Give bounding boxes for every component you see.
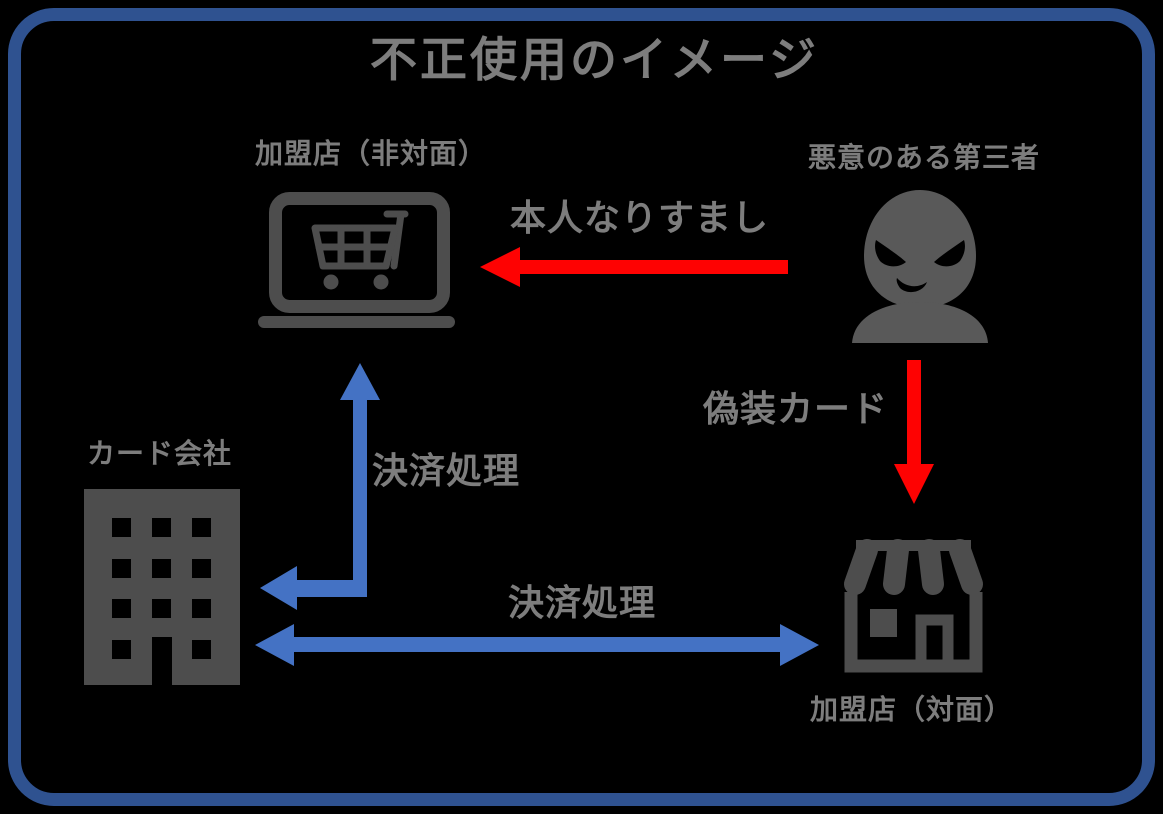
shopping-cart-icon [311,210,409,270]
merchant-offline-label: 加盟店（対面） [810,694,1014,725]
laptop-cart-icon [253,186,460,332]
diagram-title: 不正使用のイメージ [370,33,820,86]
masked-person-icon [850,190,995,345]
merchant-online-label: 加盟店（非対面） [255,138,488,169]
fake-card-arrow [893,360,935,505]
office-building-icon [84,489,240,685]
attacker-label: 悪意のある第三者 [808,142,1041,173]
impersonation-arrow-label: 本人なりすまし [510,197,770,238]
diagram-border-frame [8,8,1155,806]
storefront-icon [841,538,983,678]
fake-card-arrow-label: 偽装カード [703,388,889,429]
payment-offline-arrow-label: 決済処理 [508,582,657,623]
payment-online-arrow [252,355,382,615]
impersonation-arrow [478,245,790,289]
card-company-label: カード会社 [87,438,233,469]
payment-offline-arrow [252,622,822,668]
payment-online-arrow-label: 決済処理 [372,450,521,491]
